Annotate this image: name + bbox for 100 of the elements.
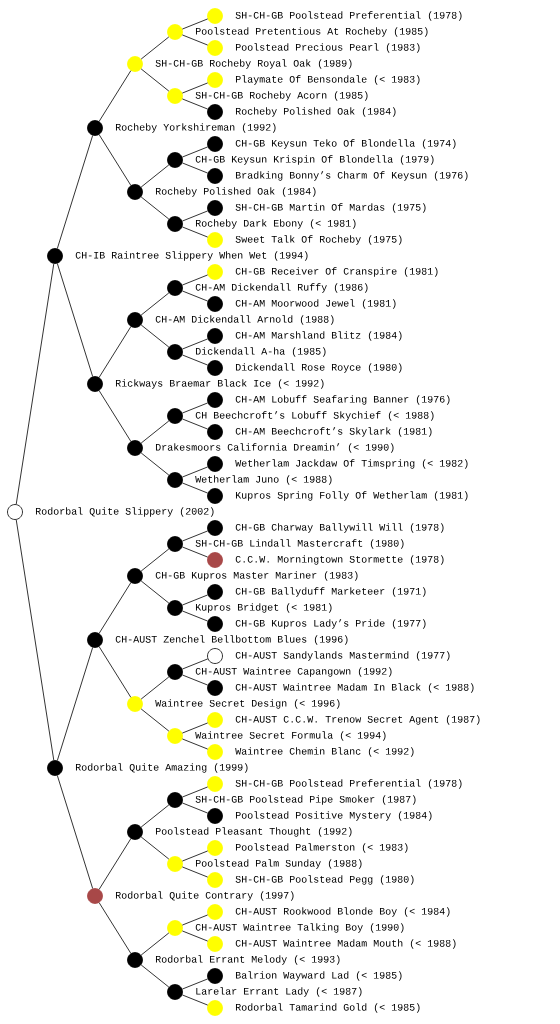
connector-line — [140, 420, 170, 444]
connector-line — [181, 738, 209, 750]
connector-line — [56, 647, 94, 761]
connector-line — [140, 836, 170, 860]
connector-line — [181, 610, 209, 622]
connector-line — [181, 146, 209, 158]
name-label: CH-AM Moorwood Jewel (1981) — [235, 299, 396, 309]
name-label: SH-CH-GB Poolstead Pipe Smoker (1987) — [195, 795, 416, 805]
connector-line — [140, 324, 170, 348]
connector-line — [56, 135, 94, 249]
name-label: Poolstead Pleasant Thought (1992) — [156, 827, 352, 837]
connector-line — [181, 162, 209, 174]
connector-line — [181, 722, 209, 734]
name-label: SH-CH-GB Lindall Mastercraft (1980) — [195, 539, 404, 549]
connector-line — [140, 452, 170, 476]
name-label: CH-AM Beechcroft’s Skylark (1981) — [235, 427, 432, 437]
name-label: Waintree Chemin Blanc (< 1992) — [235, 747, 414, 757]
connector-line — [98, 326, 132, 378]
connector-line — [181, 530, 209, 542]
name-label: SH-CH-GB Martin Of Mardas (1975) — [235, 203, 426, 213]
connector-line — [181, 786, 209, 798]
name-label: Rodorbal Tamarind Gold (< 1985) — [236, 1003, 420, 1013]
name-label: Kupros Bridget (< 1981) — [196, 603, 332, 613]
name-label: C.C.W. Morningtown Stormette (1978) — [235, 555, 444, 565]
name-label: CH-AM Marshland Blitz (1984) — [235, 331, 402, 341]
name-label: CH-GB Ballyduff Marketeer (1971) — [235, 587, 426, 597]
name-label: Wetherlam Juno (< 1988) — [195, 475, 332, 485]
connector-line — [98, 134, 132, 186]
name-label: CH-AM Dickendall Ruffy (1986) — [195, 283, 368, 293]
name-label: Poolstead Palmerston (< 1983) — [236, 843, 408, 853]
name-label: Sweet Talk Of Rocheby (1975) — [235, 235, 402, 245]
name-label: CH-AM Lobuff Seafaring Banner (1976) — [235, 395, 450, 405]
connector-line — [15, 519, 55, 761]
connector-line — [98, 646, 132, 698]
name-label: CH-GB Charway Ballywill Will (1978) — [235, 523, 444, 533]
name-label: Wetherlam Jackdaw Of Timspring (< 1982) — [235, 459, 468, 469]
connector-line — [15, 263, 55, 505]
connector-line — [98, 390, 132, 442]
connector-line — [98, 70, 132, 122]
connector-line — [140, 164, 170, 188]
connector-line — [140, 708, 170, 732]
name-label: Larelar Errant Lady (< 1987) — [196, 987, 362, 997]
name-label: CH-GB Kupros Master Mariner (1983) — [155, 571, 358, 581]
connector-line — [181, 290, 209, 302]
name-label: Playmate Of Bensondale (< 1983) — [236, 75, 420, 85]
name-label: Rocheby Dark Ebony (< 1981) — [196, 219, 356, 229]
connector-line — [181, 802, 209, 814]
connector-line — [181, 482, 209, 494]
name-label: Poolstead Precious Pearl (1983) — [236, 43, 420, 53]
connector-line — [181, 546, 209, 558]
name-label: Rocheby Polished Oak (1984) — [236, 107, 396, 117]
connector-line — [181, 18, 209, 30]
connector-line — [181, 466, 209, 478]
connector-line — [140, 196, 170, 220]
connector-line — [140, 676, 170, 700]
name-label: CH-GB Keysun Teko Of Blondella (1974) — [235, 139, 456, 149]
name-label: Poolstead Palm Sunday (1988) — [196, 859, 362, 869]
connector-line — [140, 580, 170, 604]
name-label: SH-CH-GB Rocheby Acorn (1985) — [195, 91, 368, 101]
name-label: Poolstead Positive Mystery (1984) — [236, 811, 432, 821]
name-label: CH-GB Kupros Lady’s Pride (1977) — [235, 619, 426, 629]
name-label: Rodorbal Quite Slippery (2002) — [36, 507, 214, 517]
connector-line — [181, 418, 209, 430]
connector-line — [181, 978, 209, 990]
name-label: CH-IB Raintree Slippery When Wet (1994) — [75, 251, 308, 261]
connector-line — [56, 263, 94, 377]
name-label: Balrion Wayward Lad (< 1985) — [236, 971, 402, 981]
connector-line — [181, 98, 209, 110]
connector-line — [140, 292, 170, 316]
connector-line — [181, 354, 209, 366]
name-label: Kupros Spring Folly Of Wetherlam (1981) — [236, 491, 468, 501]
name-label: CH-AUST Waintree Talking Boy (1990) — [195, 923, 404, 933]
connector-line — [181, 338, 209, 350]
connector-line — [140, 68, 170, 92]
name-label: CH-AUST Zenchel Bellbottom Blues (1996) — [115, 635, 348, 645]
name-label: Rocheby Yorkshireman (1992) — [116, 123, 276, 133]
connector-line — [98, 902, 132, 954]
connector-line — [140, 36, 170, 60]
name-label: Waintree Secret Formula (< 1994) — [195, 731, 386, 741]
name-label: Rocheby Polished Oak (1984) — [156, 187, 316, 197]
connector-line — [181, 210, 209, 222]
name-label: SH-CH-GB Poolstead Preferential (1978) — [235, 11, 462, 21]
name-label: Rodorbal Errant Melody (< 1993) — [156, 955, 340, 965]
connector-line — [140, 804, 170, 828]
name-label: Rickways Braemar Black Ice (< 1992) — [116, 379, 324, 389]
connector-line — [181, 594, 209, 606]
connector-line — [98, 582, 132, 634]
name-label: Rodorbal Quite Amazing (1999) — [76, 763, 248, 773]
name-label: SH-CH-GB Rocheby Royal Oak (1989) — [155, 59, 352, 69]
name-label: CH Beechcroft’s Lobuff Skychief (< 1988) — [195, 411, 434, 421]
name-label: SH-CH-GB Poolstead Preferential (1978) — [235, 779, 462, 789]
connector-line — [181, 226, 209, 238]
name-label: CH-AUST Rookwood Blonde Boy (< 1984) — [235, 907, 450, 917]
connector-line — [56, 775, 94, 889]
connector-line — [181, 658, 209, 670]
connector-line — [181, 994, 209, 1006]
connector-line — [140, 932, 170, 956]
name-label: Bradking Bonny’s Charm Of Keysun (1976) — [236, 171, 468, 181]
name-label: CH-AUST Sandylands Mastermind (1977) — [235, 651, 450, 661]
connector-line — [181, 82, 209, 94]
